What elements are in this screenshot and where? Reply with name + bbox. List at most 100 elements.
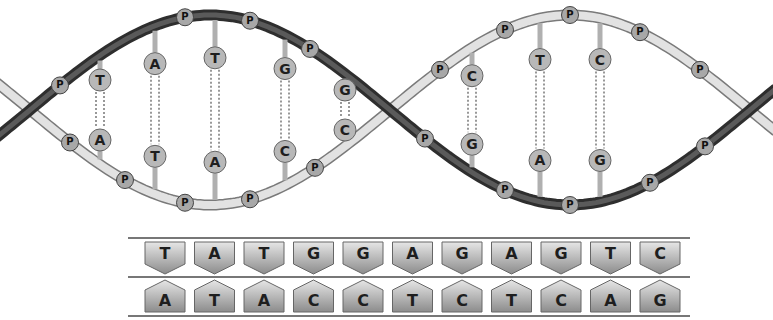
base-shape	[144, 145, 166, 167]
phosphate-circle	[562, 197, 579, 214]
base-stick	[213, 20, 218, 47]
base-letter: C	[590, 50, 610, 70]
sequence-cell: G	[348, 244, 378, 264]
phosphate-circle	[417, 130, 434, 147]
sequence-cell: G	[645, 291, 675, 311]
backbone-strand	[0, 15, 773, 205]
strip-rule	[128, 276, 690, 278]
nucleotide-shape	[195, 242, 235, 274]
base-letter: G	[462, 134, 482, 154]
base-shape	[529, 49, 551, 71]
base-stick	[538, 23, 543, 48]
base-letter: C	[275, 141, 295, 161]
phosphate-label: P	[62, 134, 78, 150]
phosphate-label: P	[242, 191, 258, 207]
base-shape	[89, 69, 111, 91]
phosphate-label: P	[692, 62, 708, 78]
phosphate-circle	[642, 174, 659, 191]
nucleotide-shape	[640, 242, 680, 274]
phosphate-circle	[117, 172, 134, 189]
base-letter: T	[205, 48, 225, 68]
base-letter: T	[90, 70, 110, 90]
sequence-cell: C	[447, 291, 477, 311]
phosphate-circle	[697, 138, 714, 155]
hydrogen-bond	[218, 70, 220, 150]
phosphate-label: P	[642, 175, 658, 191]
hydrogen-bond	[535, 72, 537, 149]
nucleotide-shape	[591, 280, 631, 312]
base-stick	[283, 40, 288, 58]
phosphate-circle	[177, 9, 194, 26]
nucleotide-shape	[492, 280, 532, 312]
nucleotide-shape	[442, 242, 482, 274]
backbone-strand	[0, 15, 773, 205]
phosphate-circle	[62, 134, 79, 151]
phosphate-label: P	[632, 24, 648, 40]
phosphate-label: P	[242, 13, 258, 29]
phosphate-label: P	[177, 195, 193, 211]
phosphate-circle	[52, 77, 69, 94]
base-letter: A	[205, 152, 225, 172]
base-shape	[144, 53, 166, 75]
sequence-cell: C	[348, 291, 378, 311]
hydrogen-bond	[340, 102, 342, 118]
base-stick	[98, 61, 103, 70]
phosphate-label: P	[52, 77, 68, 93]
phosphate-circle	[632, 24, 649, 41]
phosphate-circle	[432, 61, 449, 78]
backbone-strand	[0, 15, 773, 205]
nucleotide-shape	[442, 280, 482, 312]
base-letter: T	[145, 146, 165, 166]
nucleotide-shape	[343, 242, 383, 274]
nucleotide-shape	[145, 242, 185, 274]
base-stick	[213, 173, 218, 200]
strip-rule	[128, 237, 690, 239]
nucleotide-shape	[640, 280, 680, 312]
hydrogen-bond	[467, 88, 469, 133]
phosphate-circle	[692, 61, 709, 78]
base-shape	[204, 47, 226, 69]
base-letter: A	[90, 130, 110, 150]
base-stick	[598, 23, 603, 48]
sequence-cell: A	[596, 291, 626, 311]
phosphate-circle	[497, 21, 514, 38]
phosphate-label: P	[562, 7, 578, 23]
sequence-cell: C	[299, 291, 329, 311]
backbone-strand	[0, 15, 773, 205]
hydrogen-bond	[158, 76, 160, 145]
base-letter: G	[590, 150, 610, 170]
nucleotide-shape	[343, 280, 383, 312]
phosphate-label: P	[497, 22, 513, 38]
sequence-cell: T	[200, 291, 230, 311]
base-shape	[461, 65, 483, 87]
sequence-cell: A	[249, 291, 279, 311]
base-stick	[98, 151, 103, 160]
sequence-cell: T	[497, 291, 527, 311]
base-shape	[89, 129, 111, 151]
sequence-cell: T	[596, 244, 626, 264]
base-letter: C	[335, 120, 355, 140]
base-shape	[461, 133, 483, 155]
nucleotide-shape	[244, 242, 284, 274]
hydrogen-bond	[288, 81, 290, 140]
sequence-cell: A	[398, 244, 428, 264]
hydrogen-bond	[348, 102, 350, 118]
phosphate-circle	[497, 182, 514, 199]
base-shape	[274, 58, 296, 80]
phosphate-label: P	[497, 182, 513, 198]
nucleotide-shape	[541, 242, 581, 274]
phosphate-label: P	[307, 160, 323, 176]
nucleotide-shape	[195, 280, 235, 312]
strip-rule	[128, 315, 690, 317]
phosphate-circle	[242, 12, 259, 29]
base-shape	[204, 151, 226, 173]
phosphate-label: P	[417, 131, 433, 147]
base-stick	[470, 53, 475, 65]
nucleotide-shape	[244, 280, 284, 312]
nucleotide-shape	[145, 280, 185, 312]
base-shape	[334, 119, 356, 141]
phosphate-label: P	[302, 41, 318, 57]
base-letter: G	[275, 59, 295, 79]
